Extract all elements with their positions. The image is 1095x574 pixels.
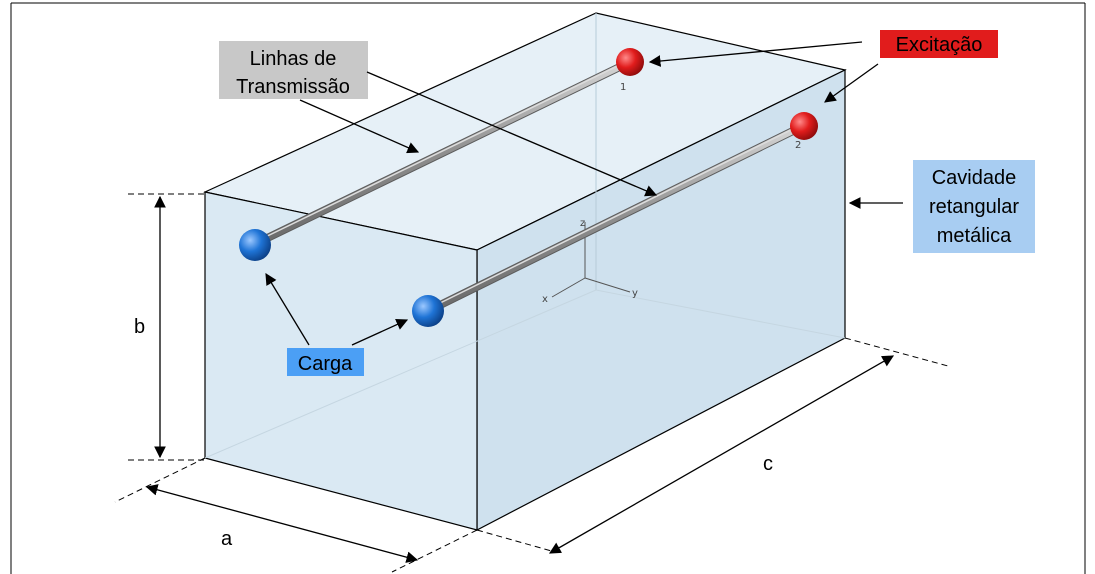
cavidade-label-line1: Cavidade [932, 167, 1017, 189]
carga-label: Carga [298, 353, 353, 375]
dimension-c-label: c [763, 453, 773, 475]
x-axis [551, 277, 586, 298]
cavidade-label-bg [913, 160, 1035, 253]
transmission-line-1 [251, 58, 634, 248]
excitacao-arrow-2 [824, 63, 879, 103]
dimension-c: c [476, 337, 949, 554]
cavidade-label-line2: retangular [929, 196, 1019, 218]
linhas-label-line1: Linhas de [250, 48, 337, 70]
load-port-1 [239, 229, 271, 261]
y-axis [584, 277, 631, 293]
hidden-edge [204, 289, 597, 459]
linhas-arrow-1 [299, 99, 420, 154]
excitation-port-1 [616, 48, 644, 76]
excitacao-label-bg [880, 30, 998, 58]
linhas-label-bg [219, 41, 368, 99]
port-1-label: 1 [620, 82, 626, 93]
hidden-edge [595, 289, 846, 339]
dimension-b: b [128, 193, 205, 461]
carga-arrow-1 [265, 272, 310, 346]
excitacao-label: Excitação [896, 34, 983, 56]
excitacao-arrow-1 [648, 41, 863, 67]
dimension-a-label: a [221, 528, 233, 550]
carga-label-bg [287, 348, 364, 376]
y-axis-label: y [632, 288, 638, 299]
z-axis-label: z [580, 218, 585, 229]
excitation-port-2 [790, 112, 818, 140]
linhas-label-line2: Transmissão [236, 76, 350, 98]
x-axis-label: x [542, 294, 548, 305]
dimension-a: a [114, 457, 478, 573]
transmission-line-2 [424, 122, 807, 315]
linhas-arrow-2 [366, 71, 658, 197]
port-2-label: 2 [795, 140, 801, 151]
load-port-2 [412, 295, 444, 327]
carga-arrow-2 [351, 319, 409, 346]
cavidade-label-line3: metálica [937, 225, 1012, 247]
dimension-b-label: b [134, 316, 145, 338]
